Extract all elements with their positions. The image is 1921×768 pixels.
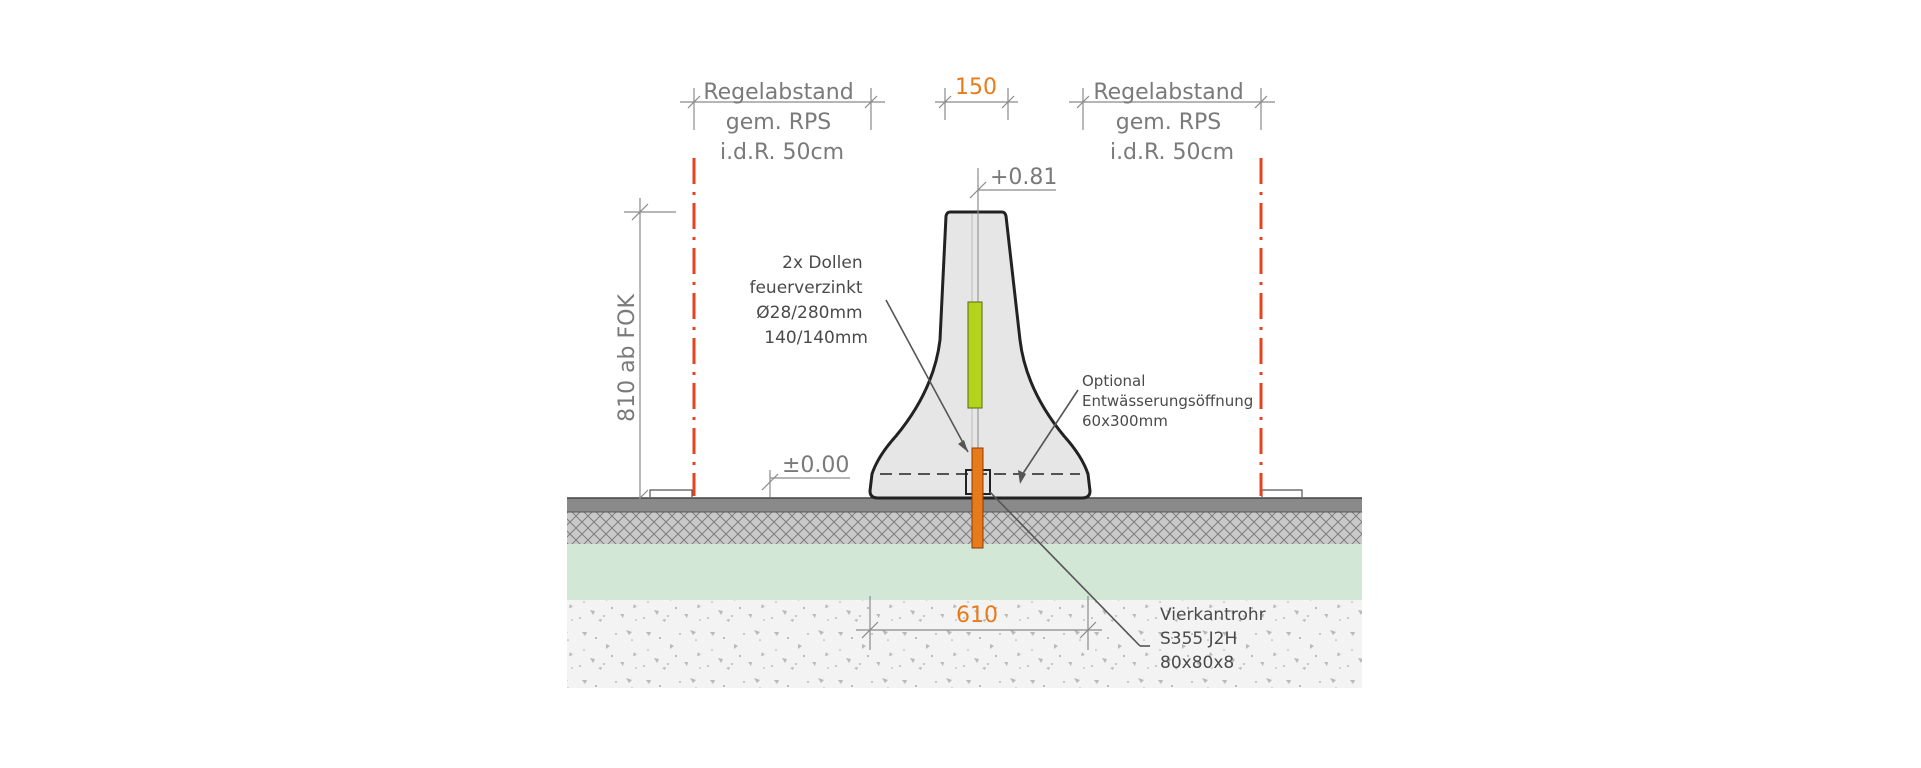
- dowel-line2: feuerverzinkt: [749, 278, 862, 298]
- right-clearance-line3: i.d.R. 50cm: [1110, 140, 1234, 165]
- drainage-line2: Entwässerungsöffnung: [1082, 392, 1253, 410]
- crosshatch-layer: [567, 512, 1362, 544]
- tube-line2: S355 J2H: [1160, 629, 1237, 649]
- svg-text:Regelabstand gem. RPS: Regelabstand gem. RPS i.d.R. 50cm: [1093, 80, 1250, 165]
- tube-line3: 80x80x8: [1160, 653, 1234, 673]
- right-clearance-line1: Regelabstand: [1093, 80, 1243, 105]
- svg-text:Optional Entwässerungsöf: Optional Entwässerungsöffnung 60x300mm: [1082, 372, 1258, 430]
- base-width-label: 610: [956, 603, 998, 628]
- top-level-label: +0.81: [990, 165, 1057, 190]
- drainage-line1: Optional: [1082, 372, 1145, 390]
- svg-text:Regelabstand gem. RPS: Regelabstand gem. RPS i.d.R. 50cm: [703, 80, 860, 165]
- dim-height: 810 ab FOK: [615, 198, 676, 507]
- level-zero-marker: ±0.00: [761, 453, 850, 497]
- left-clearance-line2: gem. RPS: [726, 110, 831, 135]
- level-top-marker: +0.81: [969, 165, 1057, 214]
- gravel-layer: [567, 600, 1362, 688]
- dowel: [971, 447, 984, 549]
- subbase-layer: [567, 544, 1362, 600]
- tube-annotation: Vierkantrohr S355 J2H 80x80x8: [989, 491, 1271, 673]
- left-clearance-line3: i.d.R. 50cm: [720, 140, 844, 165]
- dowel-annotation: 2x Dollen feuerverzinkt Ø28/280mm 140/14…: [749, 253, 969, 453]
- dim-base-width: 610: [856, 596, 1102, 650]
- tube-line1: Vierkantrohr: [1160, 605, 1266, 625]
- top-width-label: 150: [955, 75, 997, 100]
- dowel-line4: 140/140mm: [764, 328, 868, 348]
- dowel-line1: 2x Dollen: [782, 253, 862, 273]
- dim-right-clearance: Regelabstand gem. RPS i.d.R. 50cm: [1069, 80, 1275, 165]
- asphalt-layer: [567, 498, 1362, 512]
- dowel-line3: Ø28/280mm: [756, 303, 862, 323]
- left-clearance-line1: Regelabstand: [703, 80, 853, 105]
- drainage-annotation: Optional Entwässerungsöffnung 60x300mm: [1018, 372, 1258, 484]
- right-clearance-line2: gem. RPS: [1116, 110, 1221, 135]
- svg-text:Vierkantrohr S355 J2H: Vierkantrohr S355 J2H 80x80x8: [1160, 605, 1271, 673]
- svg-text:2x Dollen feuerverzinkt: 2x Dollen feuerverzinkt Ø28/280mm 140/14…: [749, 253, 868, 348]
- reflector: [967, 301, 983, 409]
- drainage-line3: 60x300mm: [1082, 412, 1168, 430]
- dim-left-clearance: Regelabstand gem. RPS i.d.R. 50cm: [680, 80, 885, 165]
- dim-top-width: 150: [935, 75, 1018, 120]
- height-label: 810 ab FOK: [615, 294, 640, 422]
- zero-level-label: ±0.00: [782, 453, 849, 478]
